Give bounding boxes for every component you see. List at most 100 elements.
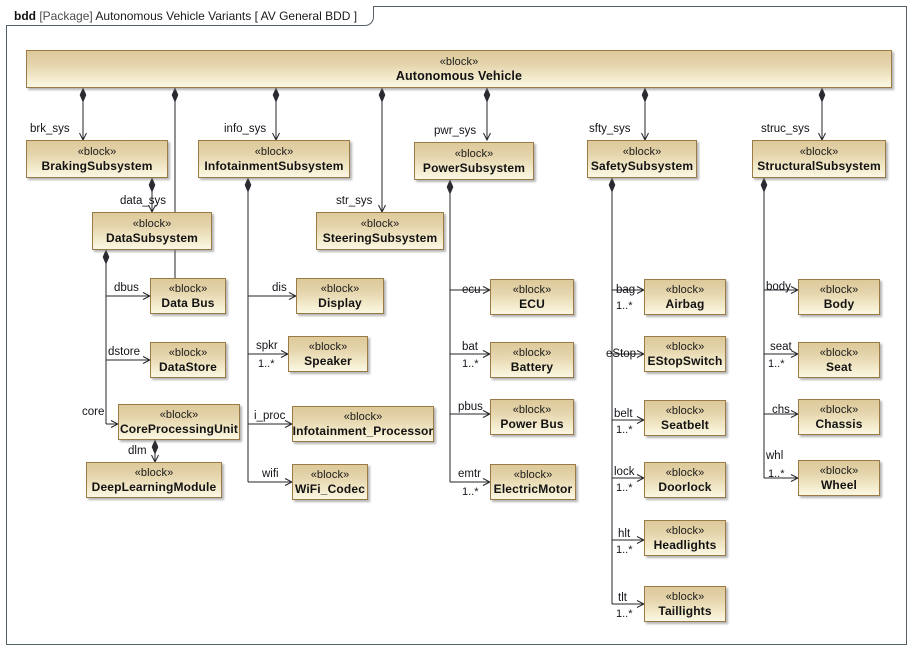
- role-label-hlt: hlt: [618, 528, 631, 540]
- diagram-package-name: Autonomous Vehicle Variants: [95, 9, 252, 23]
- block-stereotype: «block»: [77, 145, 117, 158]
- role-label-lock: lock: [614, 466, 635, 478]
- role-label-chs: chs: [772, 404, 790, 416]
- multiplicity-spkr: 1..*: [258, 358, 275, 370]
- block-name: Wheel: [820, 477, 858, 492]
- block-speaker[interactable]: «block» Speaker: [288, 336, 368, 372]
- block-name: Doorlock: [658, 479, 712, 494]
- block-body[interactable]: «block» Body: [798, 279, 880, 315]
- block-name: Speaker: [304, 353, 352, 368]
- block-seat[interactable]: «block» Seat: [798, 342, 880, 378]
- block-airbag[interactable]: «block» Airbag: [644, 279, 726, 315]
- block-name: Display: [318, 295, 362, 310]
- block-power-subsystem[interactable]: «block» PowerSubsystem: [414, 142, 534, 180]
- multiplicity-seat: 1..*: [768, 358, 785, 370]
- diagram-package-label: [Package]: [39, 9, 93, 23]
- role-label-dlm: dlm: [128, 445, 147, 457]
- diagram-frame: [6, 6, 907, 645]
- block-stereotype: «block»: [454, 147, 494, 160]
- diagram-frame-header: bdd [Package] Autonomous Vehicle Variant…: [6, 6, 375, 26]
- block-name: Infotainment_Processor: [292, 423, 434, 438]
- block-stereotype: «block»: [360, 217, 400, 230]
- block-name: Autonomous Vehicle: [395, 68, 523, 83]
- diagram-kind-label: bdd: [14, 9, 36, 23]
- role-label-str-sys: str_sys: [336, 195, 373, 207]
- block-data-bus[interactable]: «block» Data Bus: [150, 278, 226, 314]
- block-estop-switch[interactable]: «block» EStopSwitch: [644, 336, 726, 372]
- block-wheel[interactable]: «block» Wheel: [798, 460, 880, 496]
- block-stereotype: «block»: [622, 145, 662, 158]
- role-label-bat: bat: [462, 341, 478, 353]
- block-stereotype: «block»: [819, 283, 859, 296]
- block-steering-subsystem[interactable]: «block» SteeringSubsystem: [316, 212, 444, 250]
- block-stereotype: «block»: [513, 468, 553, 481]
- role-label-estop: eStop: [606, 348, 637, 360]
- block-data-store[interactable]: «block» DataStore: [150, 342, 226, 378]
- block-name: BrakingSubsystem: [41, 158, 153, 173]
- role-label-brk-sys: brk_sys: [30, 123, 70, 135]
- block-doorlock[interactable]: «block» Doorlock: [644, 462, 726, 498]
- block-stereotype: «block»: [819, 403, 859, 416]
- block-headlights[interactable]: «block» Headlights: [644, 520, 726, 556]
- block-ecu[interactable]: «block» ECU: [490, 279, 574, 315]
- block-structural-subsystem[interactable]: «block» StructuralSubsystem: [752, 140, 886, 178]
- role-label-spkr: spkr: [256, 340, 278, 352]
- multiplicity-whl: 1..*: [768, 468, 785, 480]
- block-stereotype: «block»: [512, 403, 552, 416]
- block-name: DataSubsystem: [106, 230, 198, 245]
- block-deep-learning-module[interactable]: «block» DeepLearningModule: [86, 462, 222, 498]
- block-electric-motor[interactable]: «block» ElectricMotor: [490, 464, 576, 500]
- block-wifi-codec[interactable]: «block» WiFi_Codec: [292, 464, 368, 500]
- role-label-tlt: tlt: [618, 592, 627, 604]
- role-label-bag: bag: [616, 284, 636, 296]
- block-name: ECU: [519, 296, 545, 311]
- block-stereotype: «block»: [665, 340, 705, 353]
- role-label-core: core: [82, 406, 105, 418]
- block-battery[interactable]: «block» Battery: [490, 342, 574, 378]
- block-stereotype: «block»: [134, 466, 174, 479]
- block-stereotype: «block»: [819, 346, 859, 359]
- role-label-ecu: ecu: [462, 284, 481, 296]
- multiplicity-bat: 1..*: [462, 358, 479, 370]
- block-infotainment-processor[interactable]: «block» Infotainment_Processor: [292, 406, 434, 442]
- block-name: WiFi_Codec: [294, 481, 366, 496]
- block-display[interactable]: «block» Display: [296, 278, 384, 314]
- block-stereotype: «block»: [665, 524, 705, 537]
- block-seatbelt[interactable]: «block» Seatbelt: [644, 400, 726, 436]
- multiplicity-bag: 1..*: [616, 300, 633, 312]
- block-name: Taillights: [658, 603, 712, 618]
- block-name: PowerSubsystem: [422, 160, 526, 175]
- role-label-wifi: wifi: [262, 468, 279, 480]
- block-braking-subsystem[interactable]: «block» BrakingSubsystem: [26, 140, 168, 178]
- block-name: SteeringSubsystem: [322, 230, 438, 245]
- block-data-subsystem[interactable]: «block» DataSubsystem: [92, 212, 212, 250]
- block-stereotype: «block»: [343, 410, 383, 423]
- block-name: SafetySubsystem: [590, 158, 694, 173]
- block-stereotype: «block»: [168, 282, 208, 295]
- block-stereotype: «block»: [512, 283, 552, 296]
- role-label-info-sys: info_sys: [224, 123, 267, 135]
- block-taillights[interactable]: «block» Taillights: [644, 586, 726, 622]
- block-name: EStopSwitch: [647, 353, 723, 368]
- role-label-dis: dis: [272, 282, 287, 294]
- block-stereotype: «block»: [799, 145, 839, 158]
- block-core-processing-unit[interactable]: «block» CoreProcessingUnit: [118, 404, 240, 440]
- block-stereotype: «block»: [439, 55, 479, 68]
- role-label-body: body: [766, 281, 791, 293]
- block-stereotype: «block»: [320, 282, 360, 295]
- multiplicity-lock: 1..*: [616, 482, 633, 494]
- role-label-i-proc: i_proc: [254, 410, 286, 422]
- multiplicity-hlt: 1..*: [616, 544, 633, 556]
- block-autonomous-vehicle[interactable]: «block» Autonomous Vehicle: [26, 50, 892, 88]
- block-power-bus[interactable]: «block» Power Bus: [490, 399, 574, 435]
- block-stereotype: «block»: [665, 590, 705, 603]
- role-label-belt: belt: [614, 408, 633, 420]
- block-infotainment-subsystem[interactable]: «block» InfotainmentSubsystem: [198, 140, 350, 178]
- block-safety-subsystem[interactable]: «block» SafetySubsystem: [587, 140, 697, 178]
- block-chassis[interactable]: «block» Chassis: [798, 399, 880, 435]
- block-stereotype: «block»: [665, 404, 705, 417]
- role-label-sfty-sys: sfty_sys: [589, 123, 631, 135]
- block-name: Seatbelt: [661, 417, 709, 432]
- role-label-dbus: dbus: [114, 282, 139, 294]
- block-name: DeepLearningModule: [91, 479, 217, 494]
